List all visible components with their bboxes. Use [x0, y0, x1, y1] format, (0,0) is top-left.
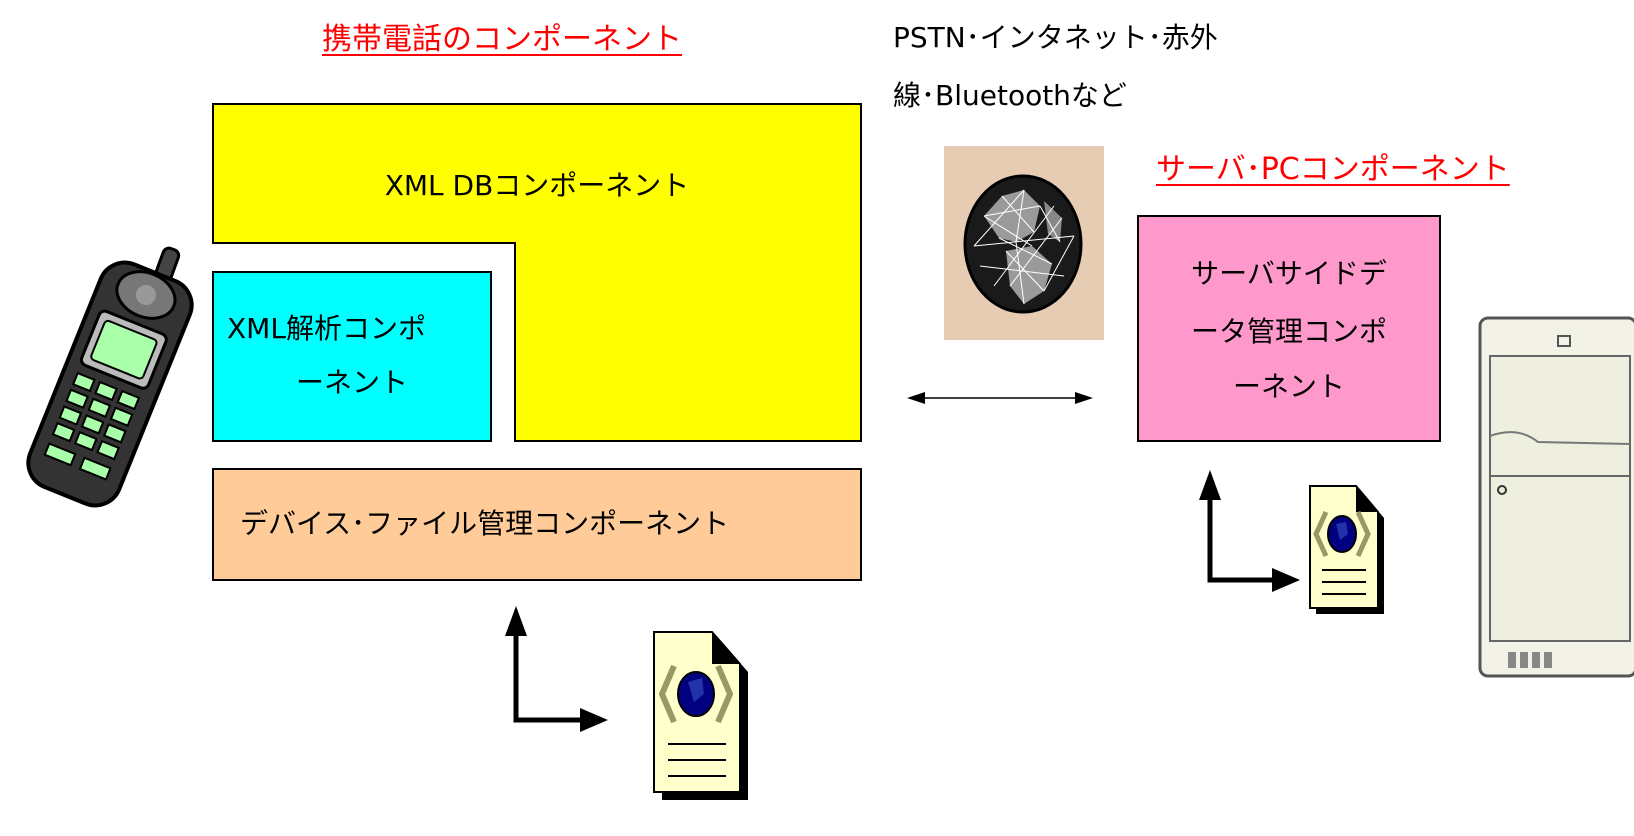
server-components-heading: サーバ･PCコンポーネント	[1156, 152, 1510, 187]
server-data-label-1: サーバサイドデ	[1191, 257, 1387, 290]
elbow-arrow-icon-2	[1199, 470, 1300, 592]
server-data-label-2: ータ管理コンポ	[1190, 315, 1387, 348]
network-label-line1: PSTN･インタネット･赤外	[893, 21, 1218, 54]
phone-components-heading: 携帯電話のコンポーネント	[322, 22, 682, 57]
server-data-box	[1137, 215, 1441, 442]
device-file-label: デバイス･ファイル管理コンポーネント	[240, 507, 730, 540]
device-file-box	[212, 468, 862, 581]
network-label-line2: 線･Bluetoothなど	[893, 79, 1127, 112]
double-arrow-icon	[907, 392, 1093, 404]
xml-db-box	[212, 103, 862, 442]
elbow-arrow-icon	[505, 606, 608, 732]
xml-document-icon-2	[653, 631, 748, 800]
server-data-label-3: ーネント	[1232, 370, 1345, 403]
xml-document-icon	[1309, 485, 1384, 614]
xml-parser-label-2: ーネント	[295, 366, 408, 399]
mobile-phone-icon	[26, 246, 194, 508]
globe-network-icon	[944, 146, 1104, 340]
server-cabinet-icon	[1478, 316, 1634, 678]
xml-db-label: XML DBコンポーネント	[384, 169, 690, 202]
xml-parser-box	[212, 271, 492, 442]
xml-parser-label-1: XML解析コンポ	[227, 312, 426, 345]
